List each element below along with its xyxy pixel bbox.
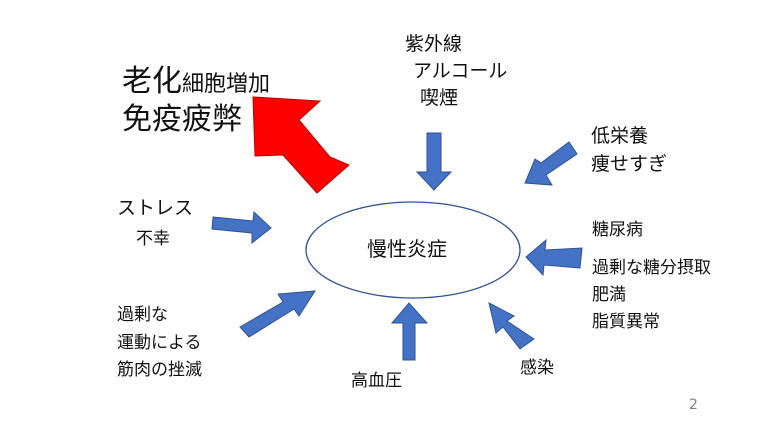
blue-arrow-from-diabetes (525, 238, 583, 277)
exercise-label-1: 過剰な (117, 305, 168, 325)
red-arrow-aging (252, 96, 350, 194)
blue-arrow-from-uv (415, 132, 453, 191)
blue-arrow-from-exercise (239, 290, 316, 338)
low-nutrition-label: 低栄養 (591, 125, 649, 147)
blue-arrow-from-hypertension (390, 302, 429, 361)
misfortune-label: 不幸 (136, 229, 170, 249)
page-number: 2 (689, 397, 698, 413)
exercise-label-3: 筋肉の挫滅 (117, 360, 202, 380)
cell-increase-label: 細胞増加 (182, 72, 271, 97)
smoking-label: 喫煙 (420, 87, 459, 109)
hypertension-label: 高血圧 (351, 371, 402, 391)
blue-arrow-from-stress (211, 210, 272, 245)
aging-line-1: 老化細胞増加 (122, 64, 270, 100)
alcohol-label: アルコール (413, 60, 508, 82)
excess-sugar-label: 過剰な糖分摂取 (592, 258, 711, 278)
obesity-label: 肥満 (592, 285, 626, 305)
exercise-label-2: 運動による (117, 333, 202, 353)
blue-arrow-from-low-nutrition (524, 141, 578, 186)
stress-label: ストレス (117, 197, 194, 219)
thinness-label: 痩せすぎ (591, 153, 668, 175)
immune-exhaustion-label: 免疫疲弊 (122, 102, 242, 137)
uv-label: 紫外線 (405, 33, 463, 55)
chronic-inflammation-ellipse (305, 201, 521, 299)
dyslipidemia-label: 脂質異常 (592, 312, 660, 332)
diabetes-label: 糖尿病 (592, 220, 643, 240)
center-label: 慢性炎症 (367, 237, 447, 261)
aging-label: 老化 (122, 64, 182, 99)
blue-arrow-from-infection (488, 302, 535, 350)
infection-label: 感染 (520, 358, 554, 378)
